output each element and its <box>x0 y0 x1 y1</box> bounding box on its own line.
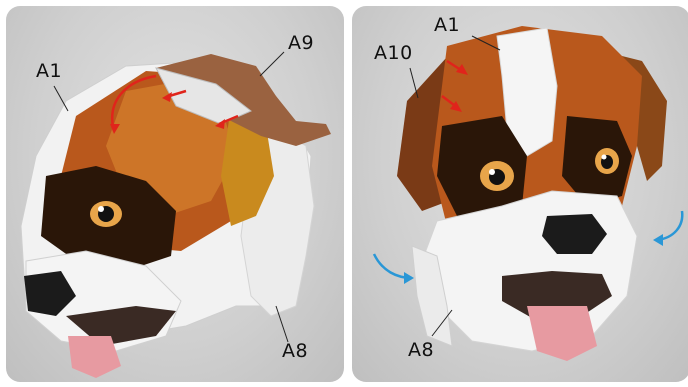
label-a1: A1 <box>434 16 460 35</box>
label-a1: A1 <box>36 62 62 81</box>
label-a10: A10 <box>374 44 413 63</box>
label-a8: A8 <box>282 342 308 361</box>
label-a8: A8 <box>408 341 434 360</box>
leader-a1 <box>54 86 68 111</box>
arrow-head-blue-left <box>404 272 414 284</box>
arrow-head-blue-right <box>653 234 663 246</box>
label-a9: A9 <box>288 34 314 53</box>
left-photo-panel: A1 A9 A8 <box>6 6 344 382</box>
leader-a9 <box>260 52 284 76</box>
right-photo-panel: A1 A10 A8 <box>352 6 688 382</box>
